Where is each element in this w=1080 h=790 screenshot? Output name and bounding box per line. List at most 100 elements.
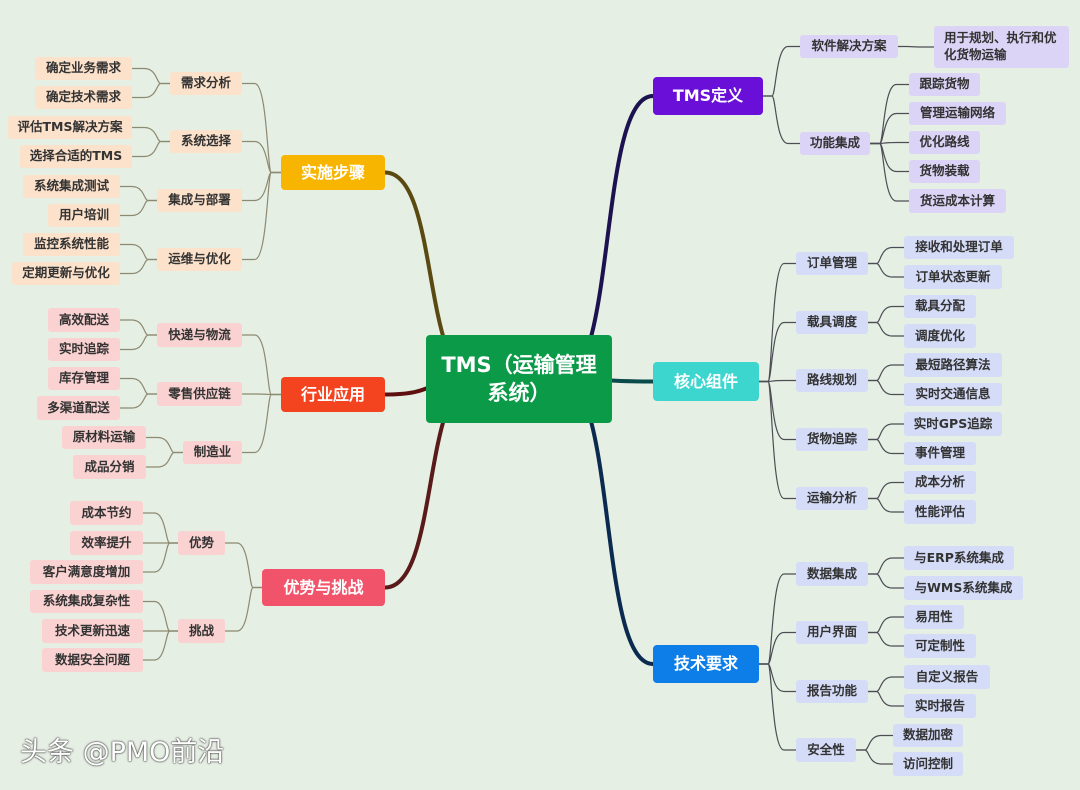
leaf-topic[interactable]: 用户培训 (48, 204, 120, 227)
subtopic[interactable]: 优势 (178, 531, 225, 555)
branch-pros-and-challenges[interactable]: 优势与挑战 (262, 569, 385, 606)
leaf-topic[interactable]: 货物装载 (909, 160, 980, 183)
leaf-topic[interactable]: 效率提升 (70, 531, 143, 555)
connector-line (759, 321, 796, 383)
leaf-topic[interactable]: 数据加密 (893, 724, 963, 747)
subtopic[interactable]: 用户界面 (796, 621, 868, 644)
connector-line (242, 171, 281, 261)
branch-core-components[interactable]: 核心组件 (653, 362, 759, 401)
leaf-topic[interactable]: 库存管理 (48, 367, 120, 390)
connector-line (120, 258, 157, 275)
connector-line (868, 305, 904, 324)
leaf-topic[interactable]: 实时交通信息 (904, 383, 1002, 406)
branch-technical-requirements[interactable]: 技术要求 (653, 645, 759, 683)
leaf-topic[interactable]: 载具分配 (904, 295, 976, 318)
leaf-topic[interactable]: 成本节约 (70, 501, 143, 525)
branch-industry-applications[interactable]: 行业应用 (281, 377, 385, 412)
leaf-topic[interactable]: 接收和处理订单 (904, 236, 1014, 259)
leaf-topic[interactable]: 确定技术需求 (35, 86, 132, 109)
connector-line (868, 262, 904, 278)
subtopic[interactable]: 挑战 (178, 619, 225, 643)
connector-line (132, 140, 170, 158)
subtopic[interactable]: 软件解决方案 (800, 35, 898, 58)
subtopic[interactable]: 零售供应链 (157, 382, 242, 406)
leaf-topic[interactable]: 优化路线 (909, 131, 980, 154)
subtopic[interactable]: 功能集成 (800, 132, 870, 155)
leaf-topic[interactable]: 实时报告 (904, 694, 976, 718)
leaf-topic[interactable]: 成本分析 (904, 471, 976, 494)
subtopic[interactable]: 报告功能 (796, 680, 868, 703)
connector-line (759, 663, 796, 751)
connector-line (856, 734, 893, 751)
leaf-topic[interactable]: 事件管理 (904, 442, 976, 465)
leaf-topic[interactable]: 可定制性 (904, 634, 976, 658)
leaf-topic[interactable]: 管理运输网络 (909, 102, 1006, 125)
connector-line (242, 82, 281, 174)
connector-line (120, 393, 157, 409)
leaf-topic[interactable]: 技术更新迅速 (42, 619, 143, 643)
leaf-topic[interactable]: 选择合适的TMS (20, 145, 132, 168)
leaf-topic[interactable]: 成品分销 (73, 455, 146, 479)
leaf-topic[interactable]: 自定义报告 (904, 665, 990, 689)
connector-line (763, 45, 800, 97)
leaf-topic[interactable]: 确定业务需求 (35, 57, 132, 80)
leaf-topic[interactable]: 系统集成测试 (23, 175, 120, 198)
leaf-topic[interactable]: 定期更新与优化 (12, 262, 120, 285)
leaf-topic[interactable]: 高效配送 (48, 308, 120, 332)
connector-line (143, 630, 178, 661)
central-topic[interactable]: TMS（运输管理系统） (426, 335, 612, 423)
connector-line (868, 690, 904, 707)
leaf-topic[interactable]: 订单状态更新 (904, 265, 1002, 289)
connector-line (763, 95, 800, 145)
subtopic[interactable]: 货物追踪 (796, 428, 868, 451)
connector-line (868, 481, 904, 500)
subtopic[interactable]: 运输分析 (796, 487, 868, 510)
leaf-topic[interactable]: 监控系统性能 (23, 233, 120, 256)
leaf-topic[interactable]: 最短路径算法 (904, 353, 1002, 377)
leaf-topic[interactable]: 货运成本计算 (909, 189, 1006, 213)
connector-line (120, 319, 157, 336)
connector-line (870, 112, 909, 145)
subtopic[interactable]: 制造业 (183, 441, 242, 464)
subtopic[interactable]: 订单管理 (796, 252, 868, 275)
watermark: 头条 @PMO前沿 (20, 737, 225, 768)
subtopic[interactable]: 系统选择 (170, 130, 242, 153)
subtopic[interactable]: 安全性 (796, 738, 856, 762)
connector-line (242, 171, 281, 202)
branch-tms-definition[interactable]: TMS定义 (653, 77, 763, 115)
connector-line (868, 573, 904, 589)
leaf-topic[interactable]: 系统集成复杂性 (30, 590, 143, 613)
leaf-topic[interactable]: 评估TMS解决方案 (8, 116, 132, 139)
leaf-topic[interactable]: 易用性 (904, 605, 964, 629)
leaf-topic[interactable]: 多渠道配送 (37, 396, 120, 420)
connector-line (146, 451, 183, 468)
subtopic[interactable]: 快递与物流 (157, 323, 242, 347)
connector-line (225, 586, 262, 632)
leaf-topic[interactable]: 跟踪货物 (909, 73, 980, 96)
leaf-topic[interactable]: 数据安全问题 (42, 648, 143, 672)
subtopic[interactable]: 数据集成 (796, 562, 868, 586)
leaf-topic[interactable]: 用于规划、执行和优化货物运输 (934, 26, 1069, 68)
subtopic[interactable]: 需求分析 (170, 72, 242, 95)
connector-line (146, 436, 183, 454)
leaf-topic[interactable]: 性能评估 (904, 500, 976, 524)
leaf-topic[interactable]: 客户满意度增加 (30, 560, 143, 584)
connector-line (759, 663, 796, 693)
leaf-topic[interactable]: 与WMS系统集成 (904, 576, 1023, 600)
subtopic[interactable]: 载具调度 (796, 311, 868, 334)
leaf-topic[interactable]: 访问控制 (893, 752, 963, 776)
leaf-topic[interactable]: 实时追踪 (48, 338, 120, 361)
leaf-topic[interactable]: 原材料运输 (62, 426, 146, 449)
connector-line (759, 573, 796, 665)
connector-line (868, 616, 904, 634)
leaf-topic[interactable]: 调度优化 (904, 324, 976, 348)
subtopic[interactable]: 运维与优化 (157, 248, 242, 271)
leaf-topic[interactable]: 与ERP系统集成 (904, 546, 1014, 570)
connector-line (868, 497, 904, 513)
connector-line (143, 512, 178, 544)
subtopic[interactable]: 集成与部署 (157, 189, 242, 212)
branch-implementation-steps[interactable]: 实施步骤 (281, 155, 385, 190)
subtopic[interactable]: 路线规划 (796, 369, 868, 392)
leaf-topic[interactable]: 实时GPS追踪 (904, 412, 1002, 436)
connector-line (870, 142, 909, 202)
